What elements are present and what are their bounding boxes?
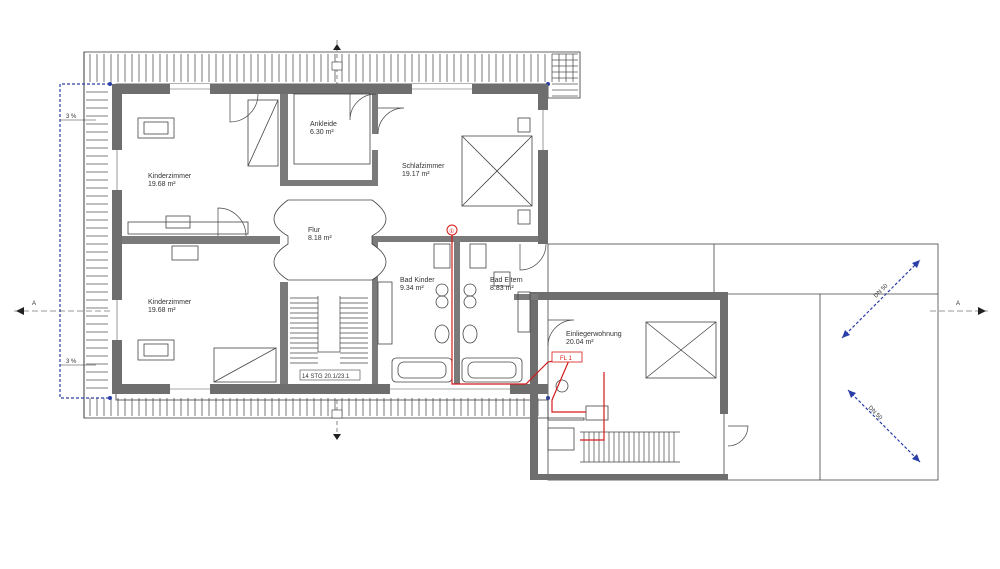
- stair-main: [290, 296, 368, 364]
- section-marker-bottom: [331, 400, 343, 442]
- section-marker-right: A: [930, 301, 988, 315]
- pipe-tag: FL 1: [560, 356, 572, 362]
- slope-label-top: 3 %: [66, 114, 77, 120]
- bath-fixtures: [377, 243, 609, 451]
- room-area-einlieger: 20.04 m²: [566, 339, 594, 346]
- stair-annex: [580, 431, 680, 463]
- room-name-badkinder: Bad Kinder: [400, 277, 435, 284]
- room-area-flur: 8.18 m²: [308, 235, 332, 242]
- terrace-label-upper: DN 50: [873, 283, 890, 300]
- svg-text:A: A: [956, 301, 960, 307]
- svg-text:A: A: [32, 301, 36, 307]
- room-area-badeltern: 8.83 m²: [490, 285, 514, 292]
- room-area-ankleide: 6.30 m²: [310, 129, 334, 136]
- room-area-kinder1: 19.68 m²: [148, 181, 176, 188]
- room-name-schlaf: Schlafzimmer: [402, 163, 445, 170]
- roof-outline: [83, 51, 585, 421]
- roof-hatch-top: [89, 54, 574, 82]
- room-area-schlaf: 19.17 m²: [402, 171, 430, 178]
- section-marker-left: A: [14, 301, 110, 315]
- room-name-ankleide: Ankleide: [310, 121, 337, 128]
- room-name-einlieger: Einliegerwohnung: [566, 331, 622, 338]
- room-name-kinder2: Kinderzimmer: [148, 299, 192, 306]
- room-name-kinder1: Kinderzimmer: [148, 173, 192, 180]
- window-lines: [116, 88, 544, 390]
- stair-label: 14 STG 20.1/23.1: [302, 374, 350, 380]
- interior-walls: [122, 94, 538, 384]
- gutter-line: [59, 83, 110, 399]
- roof-hatch-right: [552, 53, 578, 97]
- room-area-kinder2: 19.68 m²: [148, 307, 176, 314]
- terrace-label-lower: DN 50: [867, 405, 884, 422]
- terrace-slope-arrows: [841, 259, 921, 463]
- room-name-badeltern: Bad Eltern: [490, 277, 523, 284]
- roof-hatch-left: [86, 91, 108, 389]
- pipe-circle-marker: ①: [449, 228, 454, 235]
- furniture: [127, 93, 717, 383]
- slope-label-bottom: 3 %: [66, 359, 77, 365]
- section-marker-top: [331, 40, 343, 84]
- flur-lobby: [273, 199, 387, 281]
- room-name-flur: Flur: [308, 227, 321, 234]
- terrace: [547, 243, 939, 481]
- roof-hatch-bottom: [89, 398, 539, 416]
- room-area-badkinder: 9.34 m²: [400, 285, 424, 292]
- exterior-walls: [112, 84, 728, 480]
